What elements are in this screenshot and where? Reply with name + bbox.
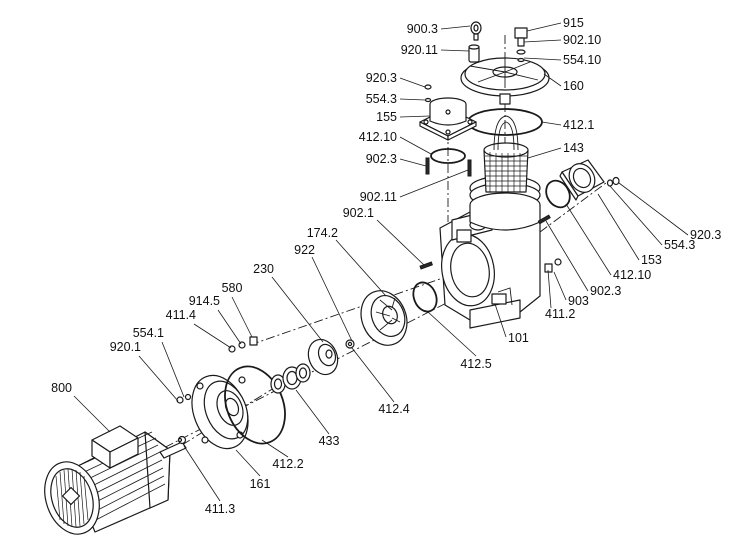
fasteners-right	[419, 176, 620, 273]
callout-411.4: 411.4	[166, 308, 196, 322]
diffuser-174.2	[360, 290, 408, 346]
callout-554.1: 554.1	[133, 326, 164, 340]
flange-153	[559, 159, 605, 201]
callout-903: 903	[568, 294, 589, 308]
callout-554.3-top: 554.3	[366, 92, 397, 106]
callout-160: 160	[563, 79, 584, 93]
leader-line-902.11	[399, 169, 469, 198]
callout-412.2: 412.2	[272, 457, 303, 471]
leader-line-920.1	[138, 355, 179, 402]
callout-920.3-top: 920.3	[366, 71, 397, 85]
o-ring-412.10-top	[430, 148, 466, 164]
studs-902.3-top	[425, 157, 472, 177]
leader-line-580	[231, 296, 253, 338]
leader-line-920.3-right	[618, 182, 689, 236]
fasteners-top-flange	[424, 84, 432, 103]
leader-line-922	[311, 256, 353, 342]
callout-580: 580	[222, 281, 243, 295]
leader-line-900.3	[440, 25, 471, 30]
leader-line-554.10	[523, 57, 562, 61]
callout-411.3: 411.3	[205, 502, 235, 516]
callout-155: 155	[376, 110, 397, 124]
leader-line-920.11	[440, 49, 470, 52]
callout-914.5: 914.5	[189, 294, 220, 308]
leader-line-412.10-right	[565, 203, 612, 276]
callout-800: 800	[51, 381, 72, 395]
callout-920.11: 920.11	[401, 43, 438, 57]
leader-line-554.3-right	[609, 185, 663, 246]
callout-920.3-right: 920.3	[690, 228, 721, 242]
leader-line-800	[73, 395, 111, 433]
strainer-basket-143	[483, 115, 529, 193]
leader-line-412.10-left	[399, 136, 432, 155]
callout-411.2: 411.2	[545, 307, 575, 321]
cover-160	[460, 57, 550, 105]
o-ring-412.10-right	[545, 179, 571, 209]
callout-920.1: 920.1	[110, 340, 141, 354]
leader-line-411.4	[193, 323, 232, 349]
leader-line-914.5	[217, 309, 242, 345]
o-ring-412.5	[412, 281, 438, 313]
callout-412.1: 412.1	[563, 118, 594, 132]
impeller-nut-922	[345, 339, 355, 349]
callout-433: 433	[319, 434, 340, 448]
leader-line-411.3	[183, 445, 221, 502]
callout-412.10-left: 412.10	[359, 130, 397, 144]
callout-143: 143	[563, 141, 584, 155]
leader-line-903	[553, 271, 567, 301]
callout-412.5: 412.5	[460, 357, 491, 371]
callout-174.2: 174.2	[307, 226, 338, 240]
leader-line-153	[597, 193, 640, 261]
callout-153: 153	[641, 253, 662, 267]
o-ring-412.2	[224, 365, 286, 445]
callout-900.3: 900.3	[407, 22, 438, 36]
bracket-161	[191, 374, 249, 450]
leader-line-433	[295, 389, 330, 435]
leader-line-412.1	[541, 121, 562, 126]
eye-bolt-900.3	[468, 21, 482, 63]
callout-161: 161	[250, 477, 271, 491]
leader-line-412.2	[261, 439, 289, 458]
leader-line-915	[526, 22, 562, 32]
callout-412.4: 412.4	[378, 402, 409, 416]
impeller-230	[307, 338, 339, 376]
callout-554.3-right: 554.3	[664, 238, 695, 252]
callout-230: 230	[253, 262, 274, 276]
callout-902.3-left: 902.3	[366, 152, 397, 166]
leader-line-161	[235, 449, 261, 477]
leader-line-920.3-top	[399, 77, 426, 88]
leader-line-101	[494, 303, 507, 338]
vent-plug-915	[514, 27, 528, 63]
callout-915: 915	[563, 16, 584, 30]
seal-433	[270, 363, 311, 394]
callout-902.11: 902.11	[360, 190, 397, 204]
leader-line-902.3-left	[399, 158, 427, 167]
leader-line-902.3-right	[545, 220, 589, 292]
callout-922: 922	[294, 243, 315, 257]
leader-line-174.2	[335, 239, 387, 297]
leader-line-902.10	[523, 39, 562, 43]
leader-line-554.3-top	[399, 98, 426, 101]
leader-line-412.5	[427, 311, 477, 357]
leader-line-902.1	[376, 219, 425, 266]
leader-line-155	[399, 115, 431, 118]
leader-line-411.2	[547, 269, 552, 309]
leader-line-230	[271, 276, 324, 343]
leader-line-160	[543, 73, 562, 87]
leader-line-554.1	[161, 341, 185, 398]
motor-800	[44, 425, 187, 535]
leader-lines	[73, 22, 689, 502]
leader-line-412.4	[351, 347, 395, 403]
callout-554.10: 554.10	[563, 53, 601, 67]
callout-412.10-right: 412.10	[613, 268, 651, 282]
leader-line-143	[527, 147, 562, 159]
flange-155	[419, 97, 477, 141]
callout-902.3-right: 902.3	[590, 284, 621, 298]
callout-902.10: 902.10	[563, 33, 601, 47]
callout-101: 101	[508, 331, 529, 345]
callout-902.1: 902.1	[343, 206, 374, 220]
